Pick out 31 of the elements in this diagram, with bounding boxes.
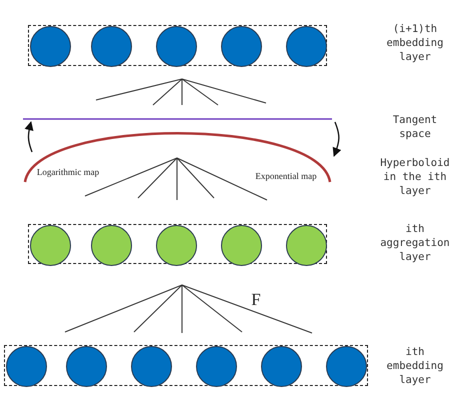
hyperboloid-arc: [24, 132, 332, 183]
node-circle: [130, 346, 172, 387]
layer-label: ith embedding layer: [386, 345, 444, 387]
node-circle: [260, 346, 302, 387]
layer-label: Hyperboloid in the ith layer: [379, 156, 451, 198]
layer-label: Tangent space: [392, 113, 438, 141]
layer-label: ith aggregation layer: [379, 222, 451, 264]
curved-arrow: [332, 122, 342, 157]
layer-box: [28, 224, 327, 264]
node-circle: [326, 346, 366, 387]
node-circle: [6, 346, 46, 387]
node-circle: [30, 224, 70, 266]
tangent-line: [23, 118, 332, 120]
layer-box: [28, 25, 327, 66]
node-circle: [286, 224, 326, 266]
map-label: Exponential map: [254, 170, 318, 182]
curved-arrow: [24, 121, 34, 152]
node-circle: [90, 26, 132, 67]
node-circle: [90, 224, 132, 266]
node-circle: [220, 224, 262, 266]
layer-label: (i+1)th embedding layer: [386, 22, 444, 64]
function-label: F: [250, 290, 262, 310]
node-circle: [196, 346, 236, 387]
node-circle: [30, 26, 70, 67]
node-circle: [220, 26, 262, 67]
node-circle: [156, 224, 196, 266]
node-circle: [66, 346, 106, 387]
layer-box: [4, 345, 368, 386]
node-circle: [286, 26, 326, 67]
map-label: Logarithmic map: [36, 166, 100, 178]
node-circle: [156, 26, 196, 67]
